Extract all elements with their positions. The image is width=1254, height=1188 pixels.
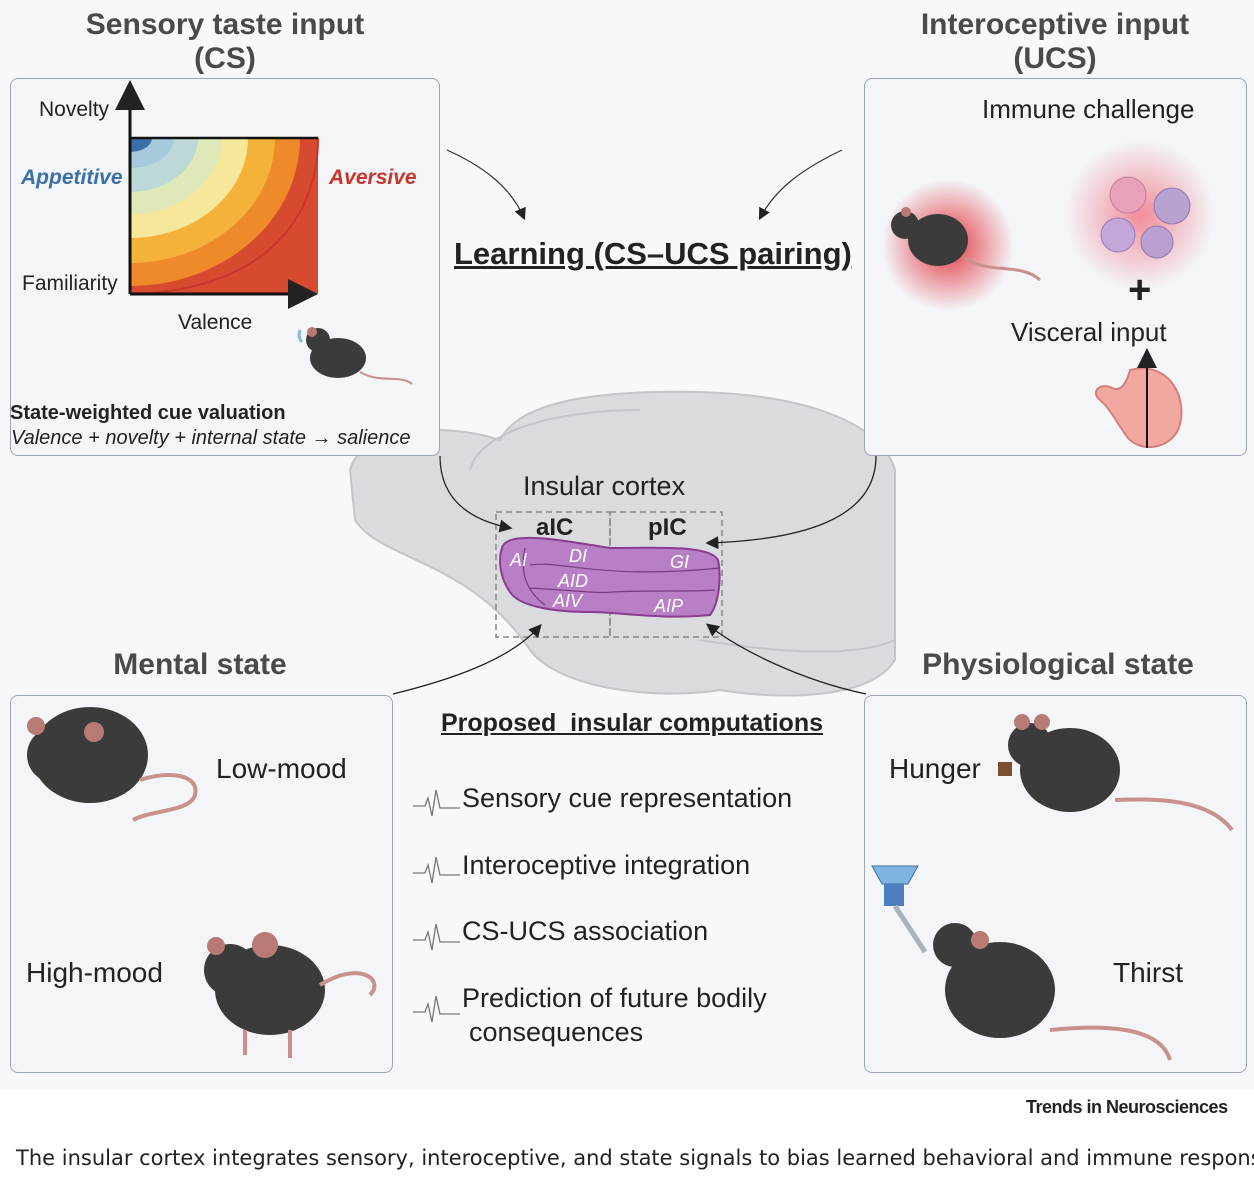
pic-label: pIC: [648, 514, 687, 541]
brain-and-arrows: [348, 149, 896, 697]
thirst-label: Thirst: [1113, 957, 1183, 988]
sensory-title: Sensory taste input (CS): [60, 8, 390, 76]
immune-challenge-label: Immune challenge: [982, 94, 1195, 124]
mental-panel: [10, 695, 393, 1073]
sensory-title-line2: (CS): [194, 42, 256, 75]
visceral-input-label: Visceral input: [1011, 317, 1167, 347]
high-mood-label: High-mood: [26, 957, 163, 988]
valence-label: Valence: [178, 311, 253, 334]
aid-label: AID: [558, 571, 589, 591]
journal-credit: Trends in Neurosciences: [1026, 1097, 1228, 1117]
familiarity-label: Familiarity: [22, 272, 118, 295]
di-label: DI: [569, 546, 587, 566]
figure-caption: The insular cortex integrates sensory, i…: [16, 1146, 1254, 1170]
computations-heading: Proposed insular computations: [441, 709, 823, 737]
brain-fold: [469, 409, 641, 471]
hunger-label: Hunger: [889, 753, 981, 784]
physio-panel: [864, 695, 1247, 1073]
sensory-title-line1: Sensory taste input: [85, 8, 365, 41]
insular-cortex-label: Insular cortex: [523, 471, 686, 501]
computation-item-4: Prediction of future bodily: [462, 983, 767, 1013]
insula-region: [499, 536, 721, 618]
aip-label: AIP: [654, 596, 684, 616]
intero-title: Interoceptive input (UCS): [900, 8, 1210, 76]
learning-label: Learning (CS–UCS pairing): [454, 236, 852, 271]
computation-item-4-cont: consequences: [469, 1017, 644, 1047]
computation-item-3: CS-UCS association: [462, 916, 709, 946]
ai-label: AI: [510, 550, 528, 570]
aic-label: aIC: [536, 514, 574, 541]
aversive-label: Aversive: [329, 166, 417, 189]
novelty-label: Novelty: [39, 98, 110, 121]
low-mood-label: Low-mood: [216, 753, 347, 784]
plus-sign: +: [1128, 268, 1152, 312]
mental-title: Mental state: [113, 648, 287, 681]
cue-valuation-title: State-weighted cue valuation: [10, 402, 286, 424]
appetitive-label: Appetitive: [21, 166, 123, 189]
salience-formula: Valence + novelty + internal state → sal…: [11, 427, 411, 449]
aiv-label: AIV: [553, 591, 583, 611]
gi-label: GI: [670, 552, 690, 572]
computation-item-2: Interoceptive integration: [462, 850, 751, 880]
intero-panel: [864, 78, 1247, 456]
physio-title: Physiological state: [922, 648, 1194, 681]
intero-title-line1: Interoceptive input: [920, 8, 1190, 41]
brain-stem: [699, 639, 896, 653]
intero-title-line2: (UCS): [1013, 42, 1097, 75]
computation-item-1: Sensory cue representation: [462, 783, 793, 813]
sensory-panel: [10, 78, 440, 456]
